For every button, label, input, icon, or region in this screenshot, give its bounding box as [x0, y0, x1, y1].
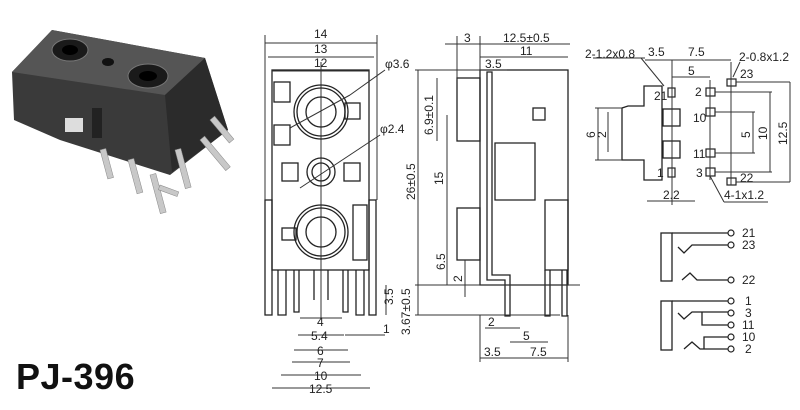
fp-dim-10: 10 — [756, 126, 770, 140]
pin-label-3: 3 — [696, 166, 703, 180]
dim-1: 1 — [383, 322, 390, 336]
fp-dim-3.5: 3.5 — [648, 45, 665, 59]
dim-6: 6 — [317, 344, 324, 358]
sch-pin-2: 2 — [745, 342, 752, 356]
pin-label-2: 2 — [695, 85, 702, 99]
fp-dim-2.2: 2.2 — [663, 188, 680, 202]
sch-pin-3: 3 — [745, 306, 752, 320]
dim-15: 15 — [432, 171, 446, 185]
dim-5-bottom: 5 — [523, 329, 530, 343]
dim-3.5-bottom: 3.5 — [484, 345, 501, 359]
dim-4: 4 — [317, 315, 324, 329]
dim-7: 7 — [317, 356, 324, 370]
front-view: 14 13 12 φ3.6 φ2.4 3.5 4 5.4 1 6 7 10 12… — [264, 27, 410, 396]
dim-width-12: 12 — [314, 56, 328, 70]
fp-dim-6: 6 — [584, 131, 598, 138]
wiring-schematic: 21 23 22 1 3 11 10 2 — [660, 226, 756, 356]
dim-width-13: 13 — [314, 42, 328, 56]
dim-diameter-small: φ2.4 — [380, 122, 405, 136]
fp-dim-5-vert: 5 — [739, 131, 753, 138]
sch-pin-10: 10 — [742, 330, 756, 344]
fp-dim-12.5: 12.5 — [776, 121, 790, 145]
dim-2-side: 2 — [451, 275, 465, 282]
dim-12.5: 12.5 — [309, 382, 333, 396]
dim-11: 11 — [520, 44, 533, 58]
dim-3.5-top: 3.5 — [485, 57, 502, 71]
dim-3.67: 3.67±0.5 — [399, 288, 413, 335]
product-photo — [12, 30, 235, 214]
side-view: 3 12.5±0.5 11 3.5 26±0.5 6.9±0.1 15 6.5 … — [399, 31, 580, 362]
fp-dim-5: 5 — [688, 64, 695, 78]
dim-diameter-large: φ3.6 — [385, 57, 410, 71]
pin-label-10: 10 — [693, 111, 707, 125]
sch-pin-22: 22 — [742, 273, 756, 287]
callout-4-1x1.2: 4-1x1.2 — [724, 188, 764, 202]
sch-pin-1: 1 — [745, 294, 752, 308]
pin-label-22: 22 — [740, 171, 754, 185]
model-number: PJ-396 — [16, 356, 136, 397]
fp-dim-2: 2 — [595, 131, 609, 138]
fp-dim-7.5: 7.5 — [688, 45, 705, 59]
callout-2-0.8x1.2: 2-0.8x1.2 — [739, 50, 789, 64]
dim-6.5: 6.5 — [434, 253, 448, 270]
sch-pin-11: 11 — [742, 318, 755, 332]
dim-2-bottom: 2 — [488, 315, 495, 329]
dim-7.5-bottom: 7.5 — [530, 345, 547, 359]
dim-5.4: 5.4 — [311, 329, 328, 343]
dim-3: 3 — [464, 31, 471, 45]
sch-pin-23: 23 — [742, 238, 756, 252]
dim-pin-3.5: 3.5 — [382, 288, 396, 305]
pcb-footprint: 2-1.2x0.8 2-0.8x1.2 4-1x1.2 3.5 7.5 5 2.… — [584, 45, 791, 205]
pin-label-23: 23 — [740, 67, 754, 81]
dim-width-14: 14 — [314, 27, 328, 41]
dim-10: 10 — [314, 369, 328, 383]
callout-2-1.2x0.8: 2-1.2x0.8 — [585, 47, 635, 61]
dim-12.5-tol: 12.5±0.5 — [503, 31, 550, 45]
pin-label-11: 11 — [693, 147, 706, 161]
dim-height-26: 26±0.5 — [404, 163, 418, 200]
pin-label-1: 1 — [657, 166, 664, 180]
connector-body-illustration — [12, 30, 235, 214]
dim-6.9: 6.9±0.1 — [422, 95, 436, 135]
sch-pin-21: 21 — [742, 226, 756, 240]
pin-label-21: 21 — [654, 89, 668, 103]
